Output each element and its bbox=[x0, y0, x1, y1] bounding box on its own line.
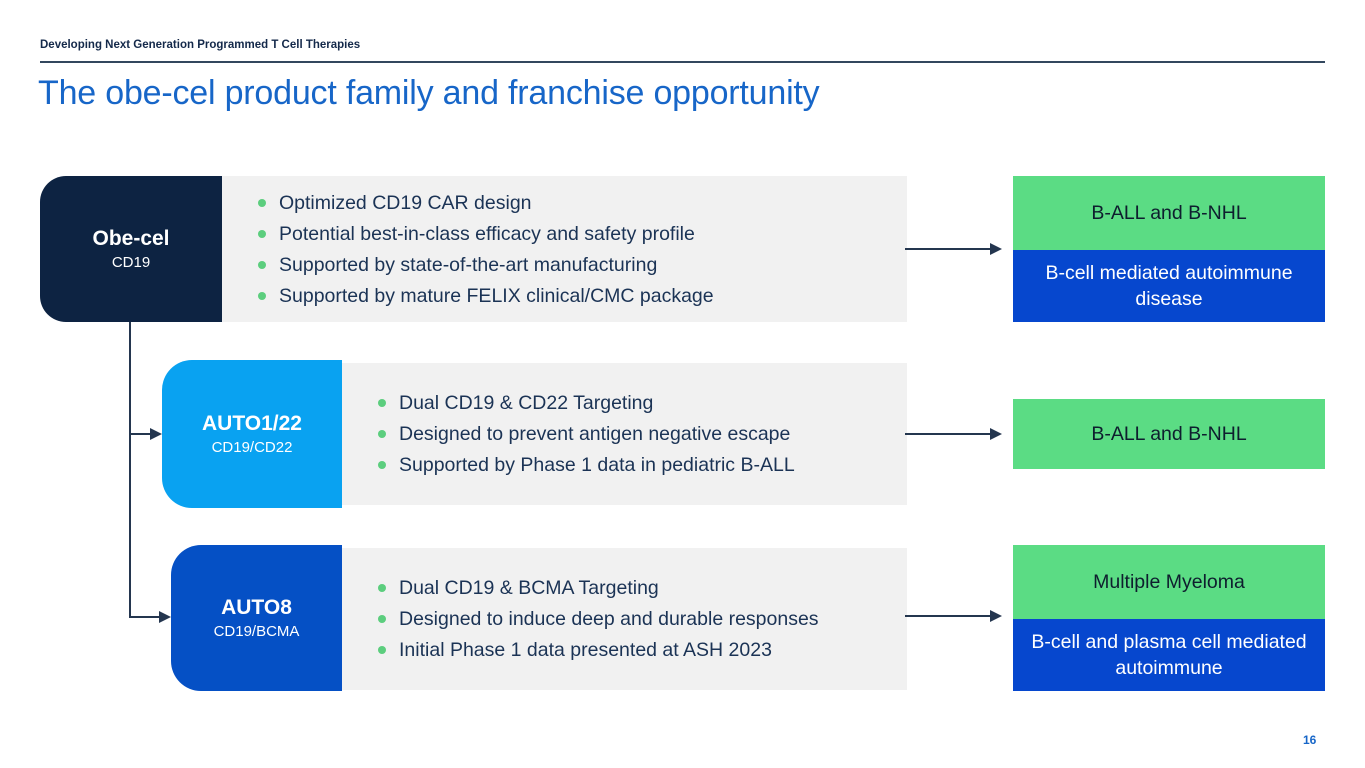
bullet-text: Designed to prevent antigen negative esc… bbox=[399, 423, 791, 445]
indication-label: B-ALL and B-NHL bbox=[1091, 422, 1247, 445]
bullet-icon bbox=[378, 461, 386, 469]
indication-box-ball-bnhl-1: B-ALL and B-NHL bbox=[1013, 176, 1325, 250]
bullet-text: Supported by state-of-the-art manufactur… bbox=[279, 253, 658, 276]
bullet-text: Dual CD19 & BCMA Targeting bbox=[399, 577, 659, 599]
bullet-text: Supported by mature FELIX clinical/CMC p… bbox=[279, 284, 714, 307]
bullet-text: Optimized CD19 CAR design bbox=[279, 191, 532, 214]
bullet-icon bbox=[258, 229, 266, 238]
bullet-panel-auto122: Dual CD19 & CD22 Targeting Designed to p… bbox=[342, 363, 907, 505]
header-divider bbox=[40, 61, 1325, 63]
product-box-obe-cel: Obe-cel CD19 bbox=[40, 176, 222, 322]
bullet-text: Dual CD19 & CD22 Targeting bbox=[399, 392, 654, 414]
arrow-line-row-3 bbox=[905, 615, 990, 617]
bullet-item: Designed to prevent antigen negative esc… bbox=[378, 420, 907, 448]
product-target: CD19 bbox=[111, 253, 151, 271]
bullet-icon bbox=[258, 198, 266, 207]
page-title: The obe-cel product family and franchise… bbox=[38, 74, 820, 112]
bullet-item: Initial Phase 1 data presented at ASH 20… bbox=[378, 636, 907, 664]
bullet-item: Dual CD19 & CD22 Targeting bbox=[378, 389, 907, 417]
arrow-line-row-2 bbox=[905, 433, 990, 435]
bullet-icon bbox=[378, 399, 386, 407]
bullet-icon bbox=[258, 260, 266, 269]
arrowhead-icon bbox=[150, 428, 162, 440]
bullet-text: Supported by Phase 1 data in pediatric B… bbox=[399, 454, 795, 476]
connector-branch-auto8 bbox=[129, 616, 159, 618]
product-box-auto8: AUTO8 CD19/BCMA bbox=[171, 545, 342, 691]
arrowhead-icon bbox=[990, 428, 1002, 440]
bullet-item: Designed to induce deep and durable resp… bbox=[378, 605, 907, 633]
bullet-text: Initial Phase 1 data presented at ASH 20… bbox=[399, 639, 772, 661]
product-name: AUTO8 bbox=[221, 595, 292, 619]
bullet-item: Dual CD19 & BCMA Targeting bbox=[378, 574, 907, 602]
product-target: CD19/BCMA bbox=[213, 622, 300, 640]
bullet-text: Potential best-in-class efficacy and saf… bbox=[279, 222, 695, 245]
bullet-icon bbox=[378, 646, 386, 654]
bullet-item: Supported by Phase 1 data in pediatric B… bbox=[378, 451, 907, 479]
arrowhead-icon bbox=[990, 243, 1002, 255]
indication-box-ball-bnhl-2: B-ALL and B-NHL bbox=[1013, 399, 1325, 469]
bullet-item: Supported by mature FELIX clinical/CMC p… bbox=[258, 282, 907, 310]
bullet-panel-auto8: Dual CD19 & BCMA Targeting Designed to i… bbox=[342, 548, 907, 690]
indication-label: B-cell mediated autoimmune disease bbox=[1045, 261, 1293, 310]
bullet-item: Potential best-in-class efficacy and saf… bbox=[258, 220, 907, 248]
indication-box-bcell-autoimmune: B-cell mediated autoimmune disease bbox=[1013, 250, 1325, 322]
arrowhead-icon bbox=[990, 610, 1002, 622]
connector-branch-auto122 bbox=[129, 433, 150, 435]
product-box-auto122: AUTO1/22 CD19/CD22 bbox=[162, 360, 342, 508]
bullet-item: Optimized CD19 CAR design bbox=[258, 189, 907, 217]
bullet-icon bbox=[378, 615, 386, 623]
slide-eyebrow: Developing Next Generation Programmed T … bbox=[40, 39, 361, 51]
bullet-icon bbox=[378, 430, 386, 438]
bullet-panel-obe-cel: Optimized CD19 CAR design Potential best… bbox=[222, 176, 907, 322]
bullet-icon bbox=[378, 584, 386, 592]
indication-box-multiple-myeloma: Multiple Myeloma bbox=[1013, 545, 1325, 619]
bullet-item: Supported by state-of-the-art manufactur… bbox=[258, 251, 907, 279]
bullet-text: Designed to induce deep and durable resp… bbox=[399, 608, 819, 630]
indication-box-plasma-autoimmune: B-cell and plasma cell mediated autoimmu… bbox=[1013, 619, 1325, 691]
indication-label: B-cell and plasma cell mediated autoimmu… bbox=[1031, 630, 1307, 679]
connector-vertical-line bbox=[129, 322, 131, 618]
bullet-icon bbox=[258, 291, 266, 300]
indication-label: Multiple Myeloma bbox=[1093, 570, 1245, 593]
indication-label: B-ALL and B-NHL bbox=[1091, 201, 1247, 224]
arrow-line-row-1 bbox=[905, 248, 990, 250]
arrowhead-icon bbox=[159, 611, 171, 623]
page-number: 16 bbox=[1303, 733, 1317, 747]
product-target: CD19/CD22 bbox=[211, 438, 293, 456]
product-name: Obe-cel bbox=[92, 226, 170, 250]
product-name: AUTO1/22 bbox=[202, 411, 302, 435]
